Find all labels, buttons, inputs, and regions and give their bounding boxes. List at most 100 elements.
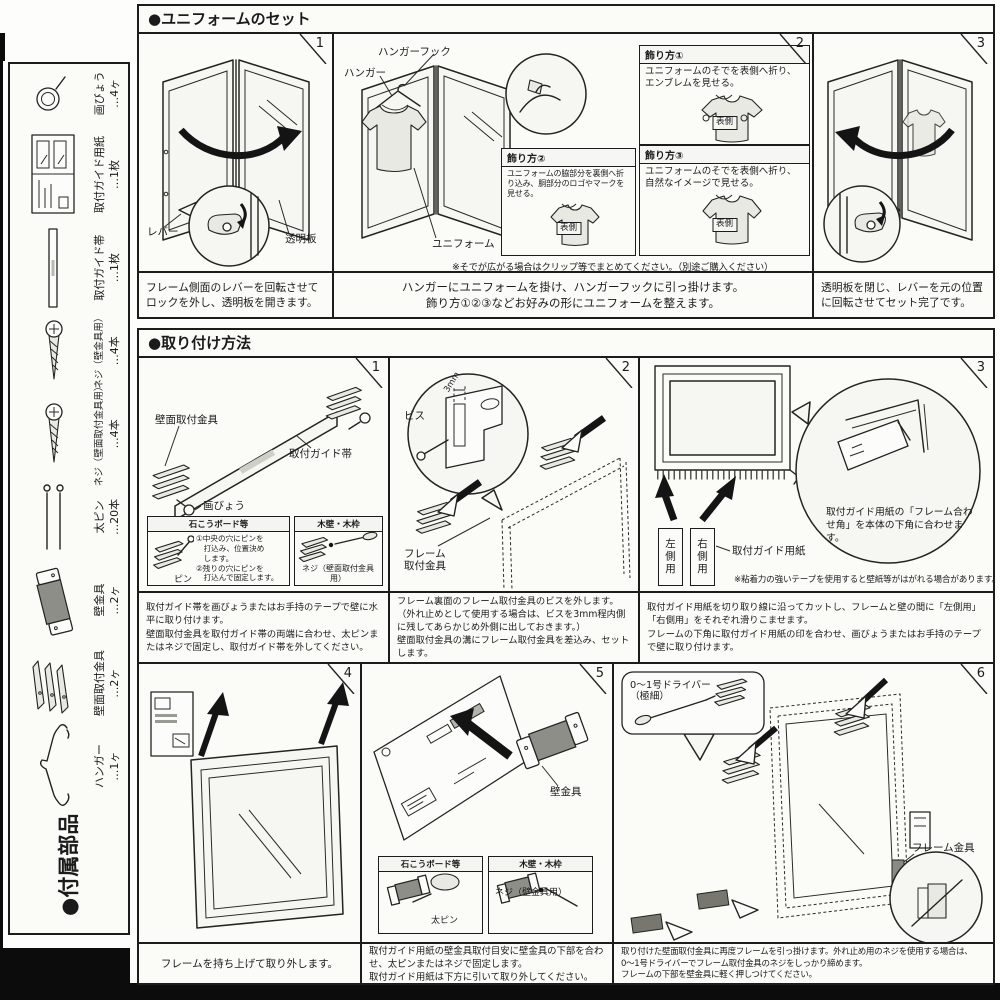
open-frame-illustration	[162, 59, 310, 267]
scan-edge-left	[0, 60, 3, 1000]
thick-pin-label: 太ピン	[431, 916, 459, 926]
uniform-section: ●ユニフォームのセット	[137, 4, 995, 319]
left-side-box: 左側用	[658, 528, 683, 586]
wall-bracket-label: 壁金具	[550, 786, 582, 798]
wall-mount-bracket-icon	[13, 643, 94, 723]
screw-icon	[13, 311, 95, 391]
install-step-4: 4	[139, 664, 362, 942]
uniform-step-2-caption: ハンガーにユニフォームを掛け、ハンガーフックに引っ掛けます。 飾り方①②③などお…	[401, 279, 745, 310]
corner-align-note: 取付ガイド用紙の「フレーム合わせ角」を本体の下角に合わせます。	[826, 507, 973, 545]
guide-strip-icon	[13, 224, 94, 312]
style-box-1: 飾り方① ユニフォームのそでを表側へ折り、エンブレムを見せる。 表側	[639, 45, 810, 145]
lever-label: レバー	[147, 226, 179, 238]
part-item-wall-bracket: 壁金具 …2ヶ	[10, 558, 125, 641]
step-number: 4	[324, 664, 360, 694]
pin-into-bracket-icon	[153, 535, 194, 569]
step-number: 1	[352, 358, 388, 388]
right-side-box: 右側用	[690, 528, 715, 586]
step-number: 3	[957, 358, 993, 388]
install-step-1: 壁面取付金具 取付ガイド帯 画びょう 石こうボード等 ①中央の穴にピンを 打込み…	[139, 358, 390, 591]
install-step-4-caption: フレームを持ち上げて取り外します。	[160, 958, 339, 971]
uniform-step-2: ハンガーフック ハンガー ユニフォーム 飾り方① ユニフォームのそでを表側へ折り…	[334, 34, 814, 272]
style-box-3-title: 飾り方③	[640, 146, 809, 164]
part-item-wall-mount-bracket: 壁面取付金具 …2ヶ	[10, 642, 125, 725]
screw-bracket-icon	[496, 872, 578, 907]
wood-wall-box-title: 木壁・木枠	[489, 857, 592, 872]
front-side-tag: 表側	[555, 221, 582, 236]
frame-metal-label: フレーム金具	[912, 842, 975, 854]
install-step-5: 壁金具 石こうボード等 太ピン 木壁・木枠	[362, 664, 614, 942]
driver-label: 0〜1号ドライバー （極細）	[630, 680, 711, 703]
close-frame-illustration	[823, 59, 973, 263]
step-number: 5	[576, 664, 612, 694]
front-side-tag: 表側	[711, 218, 738, 232]
install-step-2: ビス 3mm フレーム 取付金具 2	[390, 358, 640, 591]
part-item-guide-paper: 取付ガイド用紙 …1枚	[10, 123, 125, 226]
wall-bracket-illustration	[373, 675, 589, 841]
thumbtack-icon	[13, 63, 94, 123]
plasterboard-box-title: 石こうボード等	[379, 857, 482, 872]
plasterboard-box-text: ①中央の穴にピンを 打込み、位置決め します。 ②残りの穴にピンを 打込んで固定…	[196, 534, 279, 583]
sleeve-clip-note: ※そでが広がる場合はクリップ等でまとめてください。（別途ご購入ください）	[452, 262, 774, 272]
hang-uniform-illustration	[361, 53, 587, 239]
parts-panel-rotor: ●付属部品 ハンガー …1ヶ 壁面取付金具 …2ヶ	[10, 64, 125, 930]
part-item-thick-pin: 太ピン …20本	[10, 475, 125, 558]
install-step-2-caption: フレーム裏面のフレーム取付金具のビスを外します。 （外れ止めとして使用する場合は…	[397, 595, 630, 660]
scan-edge-top-left	[0, 33, 5, 61]
guide-strip-illustration	[152, 386, 371, 521]
uniform-step-3: 3	[814, 34, 993, 272]
part-item-thumbtack: 画びょう …4ヶ	[10, 64, 125, 123]
install-section-title: ●取り付け方法	[139, 330, 993, 358]
step-number: 2	[602, 358, 638, 388]
style-box-2: 飾り方② ユニフォームの脇部分を裏側へ折り込み、胴部分のロゴやマークを見せる。 …	[501, 148, 636, 256]
part-item-guide-strip: 取付ガイド帯 …1枚	[10, 226, 125, 309]
wood-wall-box: 木壁・木枠 ネジ（壁面取付金具用）	[294, 516, 383, 586]
uniform-step-1: レバー 透明板 1	[139, 34, 334, 272]
style-box-1-text: ユニフォームのそでを表側へ折り、エンブレムを見せる。	[645, 66, 797, 90]
hanger-hook-label: ハンガーフック	[378, 46, 451, 58]
pin-label: ピン	[174, 575, 193, 585]
clear-panel-label: 透明板	[285, 233, 317, 245]
bis-label: ビス	[404, 410, 425, 422]
parts-panel-title: ●付属部品	[56, 813, 81, 916]
style-box-2-title: 飾り方②	[502, 149, 635, 167]
install-step-6: 0〜1号ドライバー （極細） フレーム金具 6	[614, 664, 993, 942]
style-box-2-text: ユニフォームの脇部分を裏側へ折り込み、胴部分のロゴやマークを見せる。	[507, 169, 624, 199]
wood-wall-box: 木壁・木枠 ネジ（壁金具用）	[488, 856, 593, 934]
plasterboard-box: 石こうボード等 太ピン	[378, 856, 483, 934]
scan-bar-bottom	[118, 983, 1000, 1000]
install-step-5-caption: 取付ガイド用紙の壁金具取付目安に壁金具の下部を合わせ、太ピンまたはネジで固定しま…	[369, 945, 604, 984]
install-step-3-caption: 取付ガイド用紙を切り取り線に沿ってカットし、フレームと壁の間に「左側用」「右側用…	[647, 602, 981, 653]
part-item-screw-wall-mount: ネジ（壁面取付金具用） …4本	[10, 382, 125, 486]
step-number: 3	[957, 34, 993, 64]
screwdriver-bracket-icon	[298, 532, 378, 562]
guide-paper-label: 取付ガイド用紙	[732, 545, 806, 557]
part-item-screw-wall: ネジ（壁金具用） …4本	[10, 309, 125, 392]
hanger-label: ハンガー	[344, 67, 386, 79]
thumbtack-label: 画びょう	[203, 500, 245, 512]
screw-wall-label: ネジ（壁金具用）	[495, 888, 568, 898]
install-step-1-caption: 取付ガイド帯を画びょうまたはお手持のテープで壁に水平に取り付けます。 壁面取付金…	[146, 602, 379, 653]
rehang-frame-illustration	[621, 671, 983, 942]
step-number: 6	[957, 664, 993, 694]
screw-wall-mount-label: ネジ（壁面取付金具用）	[302, 564, 374, 584]
thick-pin-icon	[13, 477, 94, 557]
style-box-3-text: ユニフォームのそでを表側へ折り、自然なイメージで見せる。	[645, 166, 797, 190]
uniform-label: ユニフォーム	[432, 238, 495, 250]
guide-paper-illustration	[654, 365, 981, 564]
style-box-3: 飾り方③ ユニフォームのそでを表側へ折り、自然なイメージで見せる。 表側	[639, 145, 810, 256]
wall-bracket-icon	[13, 560, 94, 640]
style-box-1-title: 飾り方①	[640, 46, 809, 64]
uniform-step-1-caption: フレーム側面のレバーを回転させて ロックを外し、透明板を開きます。	[146, 280, 319, 309]
step-number: 1	[296, 34, 332, 64]
screw-icon	[13, 394, 95, 474]
thick-pin-bracket-icon	[386, 873, 460, 906]
tape-warning-note: ※粘着力の強いテープを使用すると壁紙等がはがれる場合があります。	[734, 575, 993, 585]
wall-mount-bracket-label: 壁面取付金具	[155, 414, 218, 426]
hanger-icon	[13, 722, 94, 810]
frame-bracket-label: フレーム 取付金具	[404, 548, 446, 573]
install-step-3: 左側用 右側用 取付ガイド用紙 取付ガイド用紙の「フレーム合わせ角」を本体の下角…	[640, 358, 993, 591]
part-item-hanger: ハンガー …1ヶ	[10, 722, 125, 810]
guide-strip-label: 取付ガイド帯	[289, 448, 352, 460]
parts-panel: ●付属部品 ハンガー …1ヶ 壁面取付金具 …2ヶ	[8, 62, 130, 935]
